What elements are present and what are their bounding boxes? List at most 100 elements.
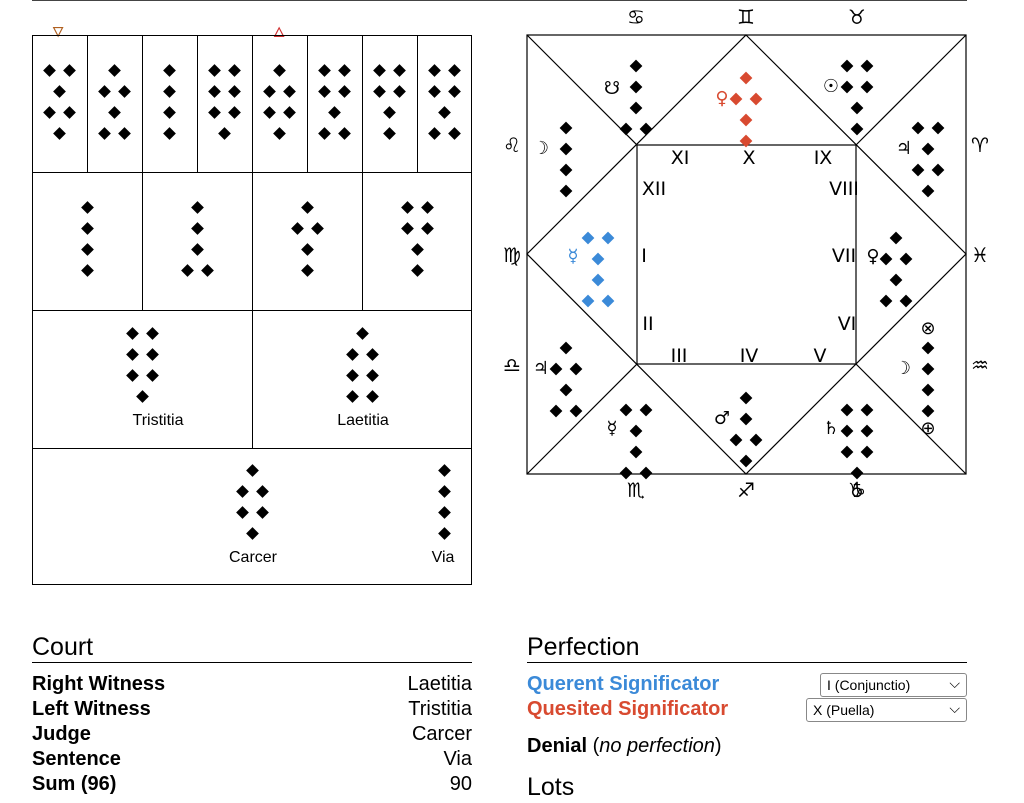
court-row-label: Sum (96) (32, 773, 117, 795)
figure-dot (559, 184, 573, 198)
perfection-rule (527, 662, 967, 663)
figure-dot (749, 92, 763, 106)
shield-cell-m4[interactable] (198, 36, 253, 173)
figure-dot (729, 92, 743, 106)
figure-dot (559, 383, 573, 397)
figure-dot (911, 121, 925, 135)
shield-row-3 (33, 311, 471, 449)
figure-dot (860, 424, 874, 438)
figure-dot (739, 71, 753, 85)
planet-glyph-icon: ♃ (533, 358, 549, 379)
shield-cell-d3[interactable] (363, 36, 418, 173)
court-row-value: Laetitia (407, 673, 473, 695)
virgo-sign-icon: ♍ (503, 243, 521, 267)
figure-dot (739, 454, 753, 468)
quesited-select-value: X (Puella) (813, 702, 875, 718)
shield-cell-n2[interactable] (143, 173, 253, 311)
figure-dot (236, 506, 249, 519)
figure-dot (921, 362, 935, 376)
planet-glyph-icon: ♃ (896, 138, 912, 159)
house-numeral: XI (671, 147, 690, 169)
quesited-significator-select[interactable]: X (Puella) ⌵ (806, 698, 967, 722)
shield-cell-d4[interactable] (418, 36, 471, 173)
figure-dot (438, 485, 451, 498)
scorpio-sign-icon: ♏ (627, 478, 645, 500)
shield-cell-d1[interactable] (253, 36, 308, 173)
figure-dot (921, 142, 935, 156)
figure-dot (921, 184, 935, 198)
querent-significator-label: Querent Significator (527, 673, 720, 695)
court-row-label: Right Witness (32, 673, 166, 695)
geomantic-figure (581, 231, 615, 308)
querent-significator-select[interactable]: I (Conjunctio) ⌵ (820, 673, 967, 697)
figure-dot (246, 527, 259, 540)
quesited-significator-label: Quesited Significator (527, 698, 729, 720)
geomantic-figure (619, 59, 653, 136)
planet-glyph-icon: ☽ (533, 138, 549, 159)
court-row-value: Tristitia (408, 698, 472, 720)
figure-dot (438, 527, 451, 540)
shield-cell-m1[interactable] (33, 36, 88, 173)
geomantic-figure (619, 403, 653, 480)
shield-row-1 (33, 36, 471, 173)
house-numeral: I (641, 245, 647, 267)
figure-dot (850, 122, 864, 136)
figure-dot (739, 391, 753, 405)
tristitia-label: Tristitia (132, 412, 184, 429)
figure-dot (639, 403, 653, 417)
shield-cell-m2[interactable] (88, 36, 143, 173)
aquarius-sign-icon: ♒ (971, 353, 989, 377)
figure-dot (438, 464, 451, 477)
house-numeral: VIII (829, 178, 859, 200)
figure-dot (629, 59, 643, 73)
geomantic-figure (879, 231, 913, 308)
figure-dot (569, 404, 583, 418)
shield-cell-n4[interactable] (363, 173, 471, 311)
figure-dot (256, 485, 269, 498)
court-row-value: Via (443, 748, 472, 770)
figure-dot (729, 433, 743, 447)
figure-dot (921, 383, 935, 397)
figure-dot (236, 485, 249, 498)
figure-dot (559, 121, 573, 135)
figure-dot (629, 101, 643, 115)
shield-cell-right-witness[interactable] (253, 311, 471, 449)
cancer-sign-icon: ♋ (627, 5, 645, 29)
querent-select-value: I (Conjunctio) (827, 677, 911, 693)
house-numeral: VI (838, 313, 857, 335)
figure-dot (629, 445, 643, 459)
planet-glyph-icon: ⊕ (920, 418, 935, 439)
planet-glyph-icon: ☋ (604, 78, 620, 99)
figure-dot (860, 80, 874, 94)
water-element-icon: 🜄 (52, 24, 65, 40)
laetitia-label: Laetitia (337, 412, 389, 429)
perfection-result: Denial (no perfection) (527, 735, 722, 757)
shield-cell-m3[interactable] (143, 36, 198, 173)
court-row: Sum (96)90 (32, 773, 472, 796)
figure-dot (739, 412, 753, 426)
court-rule (32, 662, 472, 663)
figure-dot (591, 273, 605, 287)
geomantic-figure (911, 121, 945, 198)
figure-dot (931, 121, 945, 135)
figure-dot (889, 273, 903, 287)
shield-cell-n3[interactable] (253, 173, 363, 311)
court-row-label: Left Witness (32, 698, 151, 720)
geomantic-figure (729, 71, 763, 148)
figure-dot (581, 294, 595, 308)
shield-cell-left-witness[interactable] (33, 311, 253, 449)
figure-dot (921, 341, 935, 355)
figure-dot (840, 403, 854, 417)
figure-dot (629, 80, 643, 94)
house-numeral: XII (642, 178, 666, 200)
shield-cell-n1[interactable] (33, 173, 143, 311)
figure-dot (438, 506, 451, 519)
figure-dot (569, 362, 583, 376)
court-row: Right Witness Laetitia (32, 673, 472, 696)
figure-dot (256, 506, 269, 519)
figure-dot (549, 362, 563, 376)
shield-cell-d2[interactable] (308, 36, 363, 173)
perfection-result-detail: no perfection (599, 735, 715, 757)
chevron-down-icon: ⌵ (949, 675, 960, 691)
